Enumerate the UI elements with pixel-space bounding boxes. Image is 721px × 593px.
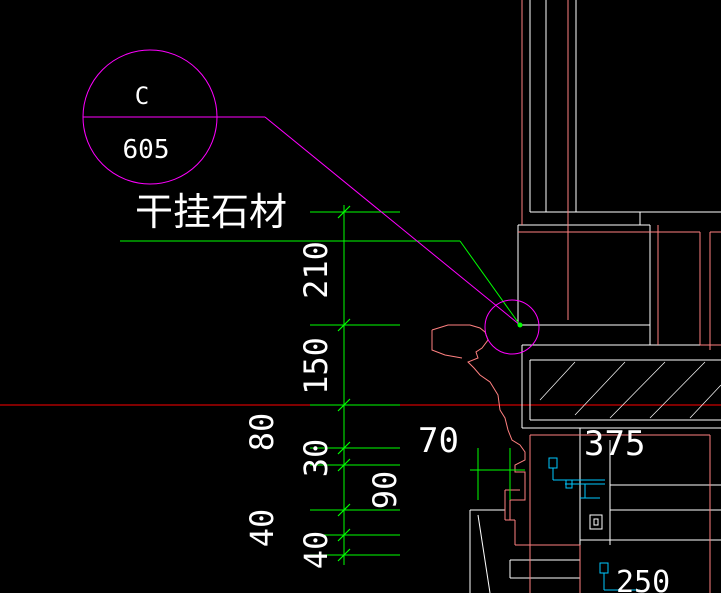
slab-hatch: [539, 361, 721, 419]
dim-375: 375: [584, 424, 645, 464]
dim-150: 150: [297, 337, 335, 395]
steel-bracket: [548, 457, 640, 591]
dimension-lines: [120, 205, 525, 565]
dim-250: 250: [616, 565, 670, 593]
callout-symbol: [82, 49, 540, 355]
cornice-lower: [431, 330, 463, 359]
dim-80: 80: [243, 413, 281, 452]
leader-point: [517, 322, 523, 328]
bolt-core: [593, 518, 599, 526]
bolt-box: [589, 514, 603, 530]
callout-letter: C: [135, 82, 149, 110]
dim-210: 210: [297, 241, 335, 299]
dim-70: 70: [418, 421, 459, 461]
dimension-ticks: [337, 205, 351, 562]
column-outline: [469, 0, 721, 593]
dim-40-a: 40: [243, 509, 281, 548]
section-outline: [504, 0, 721, 593]
callout-number: 605: [123, 135, 170, 165]
material-label: 干挂石材: [135, 190, 287, 234]
dim-30: 30: [297, 439, 335, 478]
dim-40-b: 40: [297, 531, 335, 570]
dim-90: 90: [366, 471, 404, 510]
